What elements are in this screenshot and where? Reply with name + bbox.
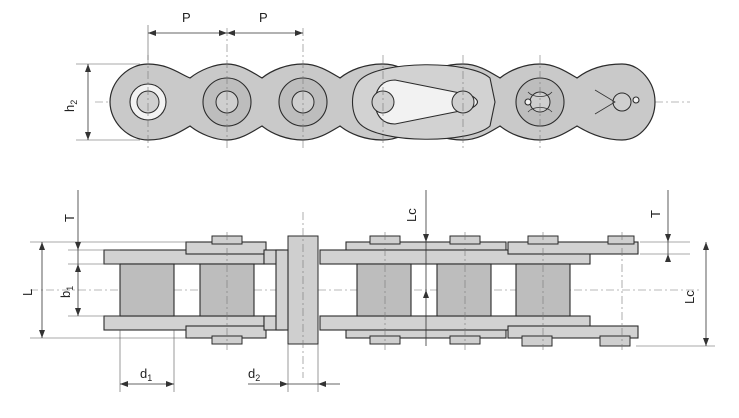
roller-plan-1 — [119, 263, 175, 317]
d1-arrow-left — [120, 381, 128, 387]
h2-label: h2 — [62, 100, 79, 112]
pin-head-bot-6 — [521, 335, 553, 347]
t-right-arrow-a — [665, 234, 671, 242]
pitch-arrow-1b — [219, 30, 227, 36]
pitch-arrow-1a — [148, 30, 156, 36]
pin-head-bot-7 — [599, 335, 631, 347]
svg-text:T: T — [648, 210, 663, 218]
h2-arrow-top — [85, 64, 91, 72]
d2-label: d2 — [248, 366, 260, 383]
pitch-arrow-2a — [227, 30, 235, 36]
d2-arrow-right — [318, 381, 326, 387]
t-left-arrow-a — [75, 242, 81, 250]
lc-center-arrow-bottom — [423, 290, 429, 298]
lc-right-label: Lc — [682, 290, 697, 304]
l-arrow-top — [39, 242, 45, 250]
lc-right-arrow-top — [703, 242, 709, 250]
spring-clip — [374, 79, 479, 125]
t-right-arrow-b — [665, 254, 671, 262]
l-label: L — [20, 289, 35, 296]
roller-plan-5 — [436, 263, 492, 317]
cotter-pin-7 — [594, 89, 616, 115]
pitch-arrow-2b — [295, 30, 303, 36]
pitch-label-left: P — [182, 10, 191, 25]
t-left-label: T — [62, 214, 77, 222]
lc-center-arrow-top — [423, 234, 429, 242]
lc-top-label: Lc — [404, 208, 419, 222]
cotter-eye-7 — [632, 96, 640, 104]
chain-plan-view: L T b1 Lc T — [20, 190, 715, 392]
roller-plan-4 — [356, 263, 412, 317]
t-right-label: T — [648, 210, 663, 218]
cotter-eye-6 — [524, 98, 532, 106]
d2-arrow-left — [280, 381, 288, 387]
svg-text:b1: b1 — [58, 286, 75, 298]
pin-head-top-7 — [607, 235, 635, 245]
svg-text:Lc: Lc — [682, 290, 697, 304]
b1-label: b1 — [58, 286, 75, 298]
connecting-clip — [275, 249, 289, 331]
plate-top-outer-3 — [507, 241, 639, 255]
d1-label: d1 — [140, 366, 152, 383]
plate-bot-outer-3 — [507, 325, 639, 339]
b1-arrow-bottom — [75, 308, 81, 316]
l-arrow-bottom — [39, 330, 45, 338]
chain-side-view: P P h2 — [62, 10, 690, 150]
pin-7 — [612, 92, 632, 112]
svg-text:L: L — [20, 289, 35, 296]
svg-text:h2: h2 — [62, 100, 79, 112]
svg-text:Lc: Lc — [404, 208, 419, 222]
d1-arrow-right — [166, 381, 174, 387]
pitch-label-right: P — [259, 10, 268, 25]
h2-arrow-bottom — [85, 132, 91, 140]
lc-right-arrow-bottom — [703, 338, 709, 346]
svg-text:T: T — [62, 214, 77, 222]
